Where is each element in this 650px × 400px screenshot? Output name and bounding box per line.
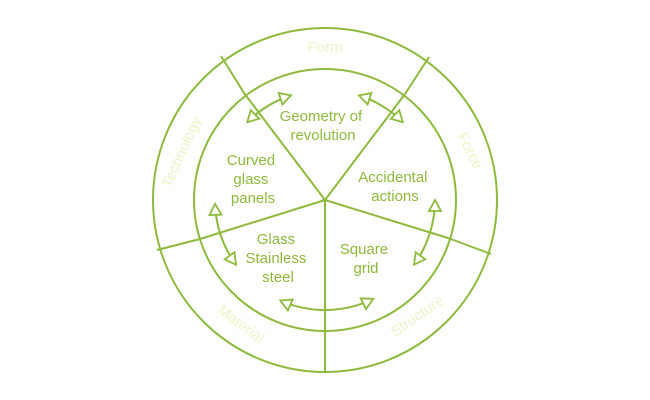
segment-geometry-line: Geometry of [280,108,363,125]
outer-divider-form-force [404,56,430,95]
arrow-glass-to-curved-head-end [207,201,223,216]
segment-glass-line: steel [262,269,294,286]
outer-divider-force-structure [447,237,492,255]
outer-divider-form-technology [220,55,245,94]
outer-label-structure: Structure [388,292,448,341]
outer-label-force: Force [453,130,486,172]
arrow-geometry-to-accidental-head-start [357,91,373,107]
cycle-arrows [207,91,443,313]
arrow-accidental-to-square-head-end [412,250,428,267]
segment-geometry-line: revolution [290,127,355,144]
segment-square-line: Square [340,241,388,258]
segment-glass-stainless-steel: Glass Stainless steel [245,231,310,286]
segment-accidental-actions: Accidental actions [358,169,431,205]
arrow-square-to-glass-head-start [359,297,375,311]
arrow-curved-to-geometry-head-end [277,91,293,107]
segment-square-grid: Square grid [340,241,393,277]
arrow-geometry-to-accidental-head-end [389,108,405,124]
segment-square-line: grid [353,260,378,277]
inner-spoke-right [324,199,449,239]
outer-label-material: Material [214,302,267,348]
arrow-glass-to-curved-head-start [222,250,238,267]
segment-glass-line: Stainless [245,250,306,267]
arrow-accidental-to-square-head-start [427,198,443,212]
arrow-square-to-glass [279,297,374,311]
segment-accidental-line: actions [371,188,419,205]
segment-curved-line: glass [233,171,268,188]
arrow-square-to-glass-head-end [278,298,295,313]
outer-divider-technology-material [156,238,201,251]
segment-glass-line: Glass [257,231,295,248]
segment-curved-line: panels [231,190,275,207]
inner-spoke-top-left [243,92,326,201]
outer-label-form: Form [308,39,343,56]
arrow-curved-to-geometry-head-start [245,108,261,124]
segment-curved-glass-panels: Curved glass panels [227,152,280,207]
segment-curved-line: Curved [227,152,275,169]
outer-label-technology: Technology [159,114,206,191]
segment-accidental-line: Accidental [358,169,427,186]
segment-geometry-of-revolution: Geometry of revolution [280,108,367,144]
